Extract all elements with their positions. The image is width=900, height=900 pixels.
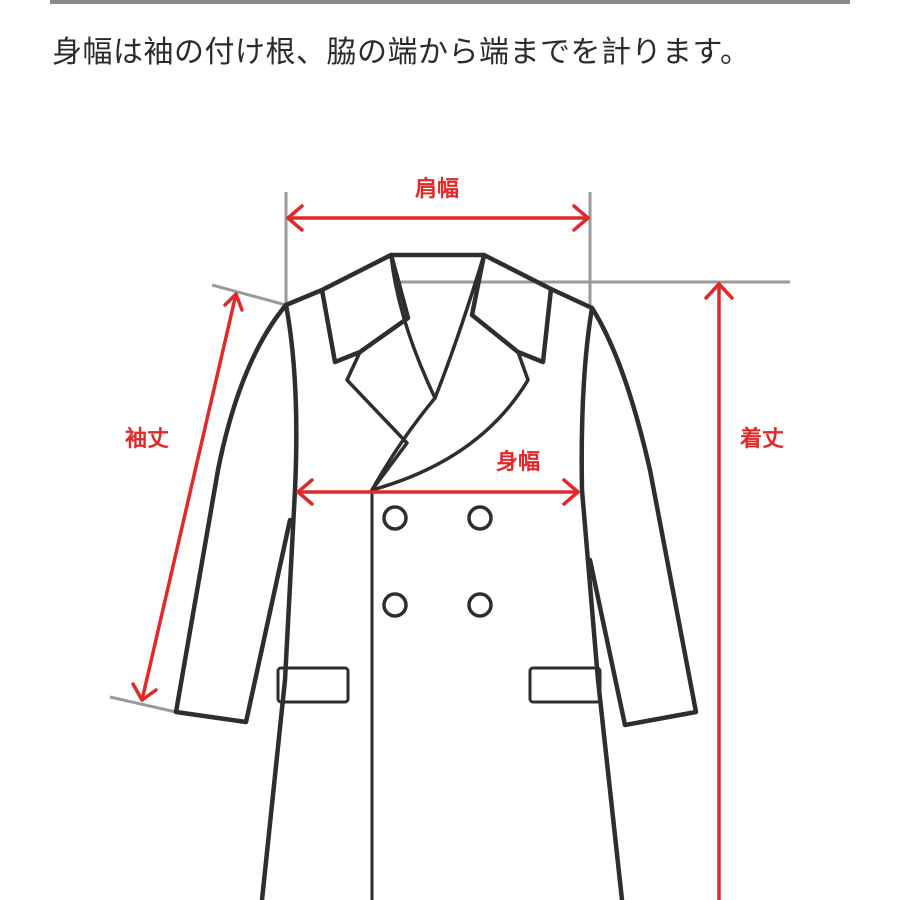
button-icon bbox=[467, 592, 493, 618]
top-divider bbox=[50, 0, 850, 4]
button-icon bbox=[382, 505, 408, 531]
shoulder-width-arrow bbox=[286, 204, 590, 232]
coat-outline bbox=[173, 252, 699, 900]
sleeve-length-arrow bbox=[131, 292, 244, 702]
total-length-arrow bbox=[704, 282, 734, 900]
coat-buttons bbox=[382, 505, 493, 618]
pocket-left bbox=[276, 666, 350, 704]
label-sleeve-length: 袖丈 bbox=[125, 426, 169, 452]
measurement-arrows bbox=[131, 204, 734, 900]
measurement-description: 身幅は袖の付け根、脇の端から端までを計ります。 bbox=[52, 35, 751, 70]
button-icon bbox=[382, 592, 408, 618]
guide-lines bbox=[109, 192, 790, 714]
label-total-length: 着丈 bbox=[739, 426, 784, 452]
label-shoulder-width: 肩幅 bbox=[415, 176, 459, 202]
coat-pockets bbox=[276, 666, 602, 704]
label-body-width: 身幅 bbox=[496, 449, 540, 475]
button-icon bbox=[467, 505, 493, 531]
pocket-right bbox=[528, 666, 602, 704]
body-width-arrow bbox=[296, 478, 580, 506]
